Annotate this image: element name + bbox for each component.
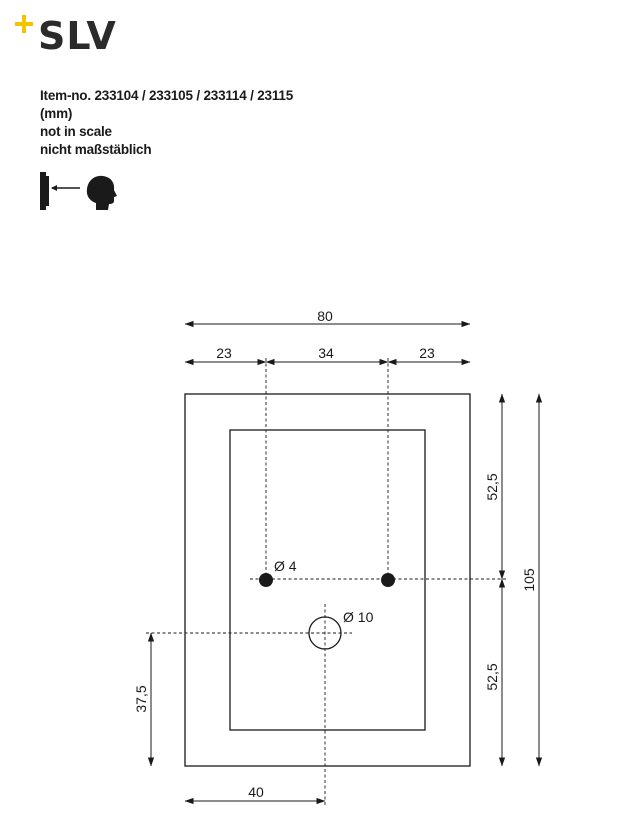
dim-cable-hole-height: 37,5 [133,685,149,712]
dimension-lines [147,320,543,805]
item-number: Item-no. 233104 / 233105 / 233114 / 2311… [40,88,294,103]
outer-plate [184,393,471,767]
inner-frame [229,429,426,731]
dim-cable-hole-offset: 40 [248,784,264,800]
slv-logo: SLV [12,10,132,62]
dim-overall-width: 80 [317,308,333,324]
dim-cable-hole-diameter: Ø 10 [343,609,374,625]
wall-mount-view-icon [40,172,117,210]
mount-hole-right [381,573,395,587]
dim-right-margin: 23 [419,345,435,361]
cable-hole [308,616,342,650]
scale-note-de: nicht maßstäblich [40,142,152,157]
dim-lower-height: 52,5 [484,663,500,690]
product-info: Item-no. 233104 / 233105 / 233114 / 2311… [40,87,293,159]
dim-hole-spacing: 34 [318,345,334,361]
scale-note-en: not in scale [40,124,112,139]
dim-left-margin: 23 [216,345,232,361]
center-lines [146,358,506,806]
dim-mount-hole-diameter: Ø 4 [274,558,297,574]
mount-hole-left [259,573,273,587]
dim-overall-height: 105 [521,568,537,592]
logo-text: SLV [38,14,117,58]
dim-upper-height: 52,5 [484,473,500,500]
unit-label: (mm) [40,106,73,121]
sparkle-icon [15,15,33,33]
